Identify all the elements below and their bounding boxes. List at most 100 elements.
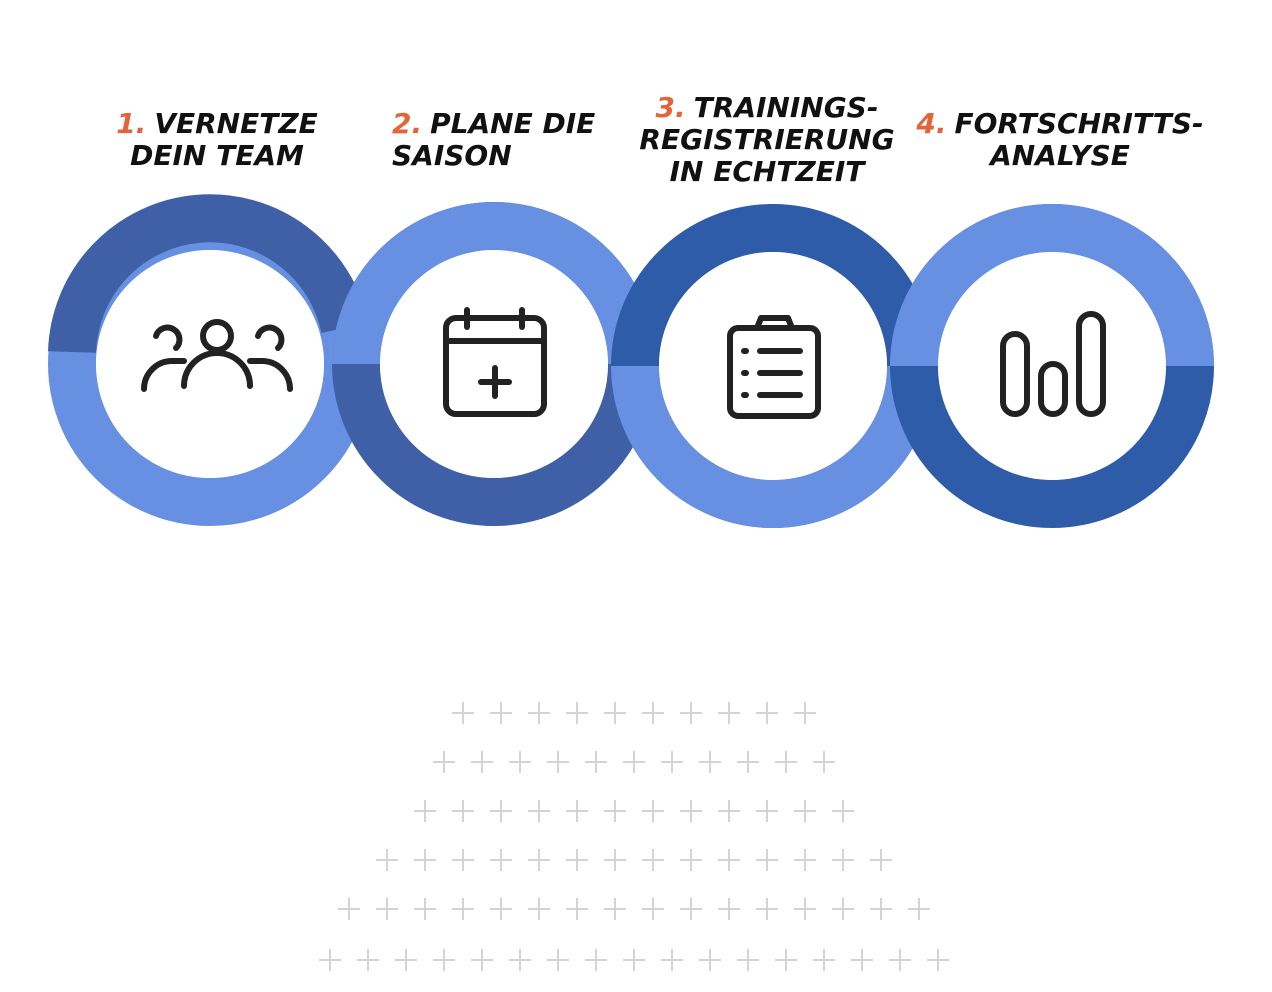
- plus-mark: [718, 849, 740, 871]
- plus-mark: [566, 898, 588, 920]
- plus-mark: [889, 949, 911, 971]
- plus-mark: [490, 849, 512, 871]
- plus-mark: [680, 898, 702, 920]
- plus-mark: [452, 702, 474, 724]
- plus-mark: [832, 898, 854, 920]
- plus-mark: [794, 849, 816, 871]
- team-icon: [141, 319, 293, 392]
- plus-mark: [927, 949, 949, 971]
- step-2-number: 2.: [392, 107, 423, 140]
- step-2-ring: [332, 202, 656, 526]
- plus-mark: [756, 800, 778, 822]
- plus-mark: [623, 751, 645, 773]
- plus-mark: [528, 849, 550, 871]
- plus-mark: [623, 949, 645, 971]
- plus-mark: [452, 898, 474, 920]
- bar-chart-icon: [1000, 311, 1106, 417]
- plus-mark: [604, 849, 626, 871]
- calendar-add-icon: [443, 307, 547, 417]
- plus-mark: [376, 849, 398, 871]
- plus-mark: [813, 949, 835, 971]
- plus-mark: [642, 849, 664, 871]
- plus-mark: [395, 949, 417, 971]
- plus-mark: [528, 800, 550, 822]
- plus-mark: [490, 800, 512, 822]
- plus-mark: [756, 849, 778, 871]
- step-4-number: 4.: [916, 107, 947, 140]
- plus-mark: [585, 949, 607, 971]
- plus-mark: [509, 751, 531, 773]
- plus-mark: [756, 898, 778, 920]
- step-1-ring: [48, 194, 372, 526]
- plus-mark: [414, 898, 436, 920]
- plus-mark: [775, 949, 797, 971]
- plus-mark: [718, 800, 740, 822]
- plus-mark: [414, 800, 436, 822]
- plus-mark: [604, 702, 626, 724]
- plus-mark: [737, 751, 759, 773]
- plus-mark: [471, 949, 493, 971]
- plus-mark: [756, 702, 778, 724]
- plus-mark: [737, 949, 759, 971]
- plus-mark: [699, 949, 721, 971]
- plus-mark: [452, 800, 474, 822]
- plus-mark: [319, 949, 341, 971]
- plus-pattern: [319, 702, 949, 971]
- plus-mark: [604, 800, 626, 822]
- plus-mark: [832, 849, 854, 871]
- step-1-number: 1.: [116, 107, 147, 140]
- step-4-label: FORTSCHRITTS- ANALYSE: [954, 107, 1204, 172]
- plus-mark: [433, 751, 455, 773]
- plus-mark: [566, 849, 588, 871]
- plus-mark: [376, 898, 398, 920]
- step-1-label: VERNETZE DEIN TEAM: [130, 107, 318, 172]
- plus-mark: [357, 949, 379, 971]
- plus-mark: [661, 949, 683, 971]
- plus-mark: [699, 751, 721, 773]
- step-3-number: 3.: [655, 91, 686, 124]
- step-3-ring: [611, 204, 935, 528]
- plus-mark: [642, 898, 664, 920]
- plus-mark: [528, 702, 550, 724]
- plus-mark: [680, 702, 702, 724]
- plus-mark: [832, 800, 854, 822]
- plus-mark: [870, 849, 892, 871]
- step-1-title: 1.VERNETZE DEIN TEAM: [92, 108, 342, 172]
- plus-mark: [794, 898, 816, 920]
- plus-mark: [813, 751, 835, 773]
- plus-mark: [547, 751, 569, 773]
- step-2-label: PLANE DIE SAISON: [392, 107, 596, 172]
- plus-mark: [680, 800, 702, 822]
- step-3-title: 3.TRAININGS- REGISTRIERUNG IN ECHTZEIT: [632, 92, 902, 188]
- plus-mark: [547, 949, 569, 971]
- plus-mark: [661, 751, 683, 773]
- plus-mark: [566, 800, 588, 822]
- step-4-title: 4.FORTSCHRITTS- ANALYSE: [905, 108, 1215, 172]
- plus-mark: [509, 949, 531, 971]
- plus-mark: [604, 898, 626, 920]
- plus-mark: [566, 702, 588, 724]
- plus-mark: [528, 898, 550, 920]
- clipboard-list-icon: [727, 315, 821, 419]
- plus-mark: [490, 702, 512, 724]
- plus-mark: [433, 949, 455, 971]
- plus-mark: [642, 702, 664, 724]
- plus-mark: [642, 800, 664, 822]
- plus-mark: [490, 898, 512, 920]
- step-2-title: 2.PLANE DIE SAISON: [370, 108, 620, 172]
- plus-mark: [414, 849, 436, 871]
- plus-mark: [718, 898, 740, 920]
- plus-mark: [585, 751, 607, 773]
- step-3-label: TRAININGS- REGISTRIERUNG IN ECHTZEIT: [639, 91, 895, 188]
- plus-mark: [338, 898, 360, 920]
- plus-mark: [718, 702, 740, 724]
- plus-mark: [851, 949, 873, 971]
- plus-mark: [471, 751, 493, 773]
- plus-mark: [870, 898, 892, 920]
- plus-mark: [794, 702, 816, 724]
- plus-mark: [908, 898, 930, 920]
- plus-mark: [680, 849, 702, 871]
- plus-mark: [452, 849, 474, 871]
- plus-mark: [775, 751, 797, 773]
